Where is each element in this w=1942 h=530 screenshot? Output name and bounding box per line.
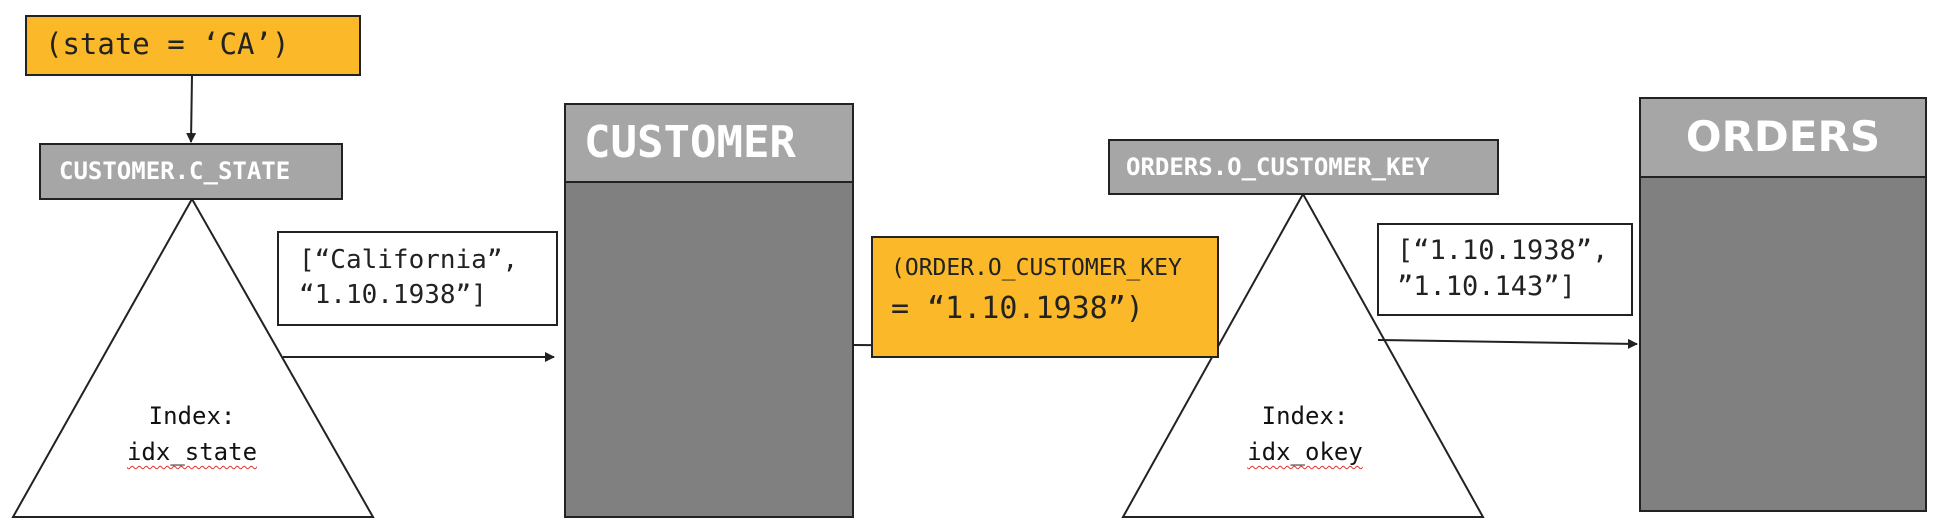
output-value-line: [“California”, <box>299 245 519 275</box>
index-caption-left: Index: idx_state <box>92 398 292 470</box>
output-value-line: [“1.10.1938”, <box>1397 235 1609 266</box>
arrow-filter-to-index <box>186 74 197 143</box>
index-caption-right: Index: idx_okey <box>1205 398 1405 470</box>
index-caption-left-label: Index: <box>148 402 236 430</box>
join-condition-line-1: (ORDER.O_CUSTOMER_KEY <box>891 255 1182 281</box>
orders-table-header[interactable]: ORDERS <box>1639 97 1927 178</box>
join-condition-line-2: = “1.10.1938”) <box>891 291 1144 326</box>
filter-condition-text: (state = ‘CA’) <box>45 27 290 61</box>
index-tree-triangle-left <box>11 196 375 518</box>
index-name-right: idx_okey <box>1247 438 1363 466</box>
index-output-values-right: [“1.10.1938”, ”1.10.143”] <box>1377 223 1633 316</box>
index-column-label-left-text: CUSTOMER.C_STATE <box>59 157 291 185</box>
index-column-label-left: CUSTOMER.C_STATE <box>39 143 343 200</box>
orders-table-name: ORDERS <box>1685 112 1881 161</box>
customer-table-name: CUSTOMER <box>584 117 796 168</box>
join-condition-box: (ORDER.O_CUSTOMER_KEY = “1.10.1938”) <box>871 236 1219 358</box>
output-value-line: “1.10.1938”] <box>299 280 487 310</box>
index-column-label-right-text: ORDERS.O_CUSTOMER_KEY <box>1126 153 1430 181</box>
index-name-left: idx_state <box>126 438 258 466</box>
arrow-index-to-orders <box>1377 338 1638 349</box>
output-value-line: ”1.10.143”] <box>1397 271 1576 302</box>
filter-condition-box: (state = ‘CA’) <box>25 15 361 76</box>
orders-table-body <box>1639 178 1927 512</box>
customer-table-header[interactable]: CUSTOMER <box>564 103 854 183</box>
index-column-label-right: ORDERS.O_CUSTOMER_KEY <box>1108 139 1499 195</box>
index-output-values-left: [“California”, “1.10.1938”] <box>277 231 558 326</box>
customer-table-body <box>564 183 854 518</box>
index-caption-right-label: Index: <box>1261 402 1349 430</box>
